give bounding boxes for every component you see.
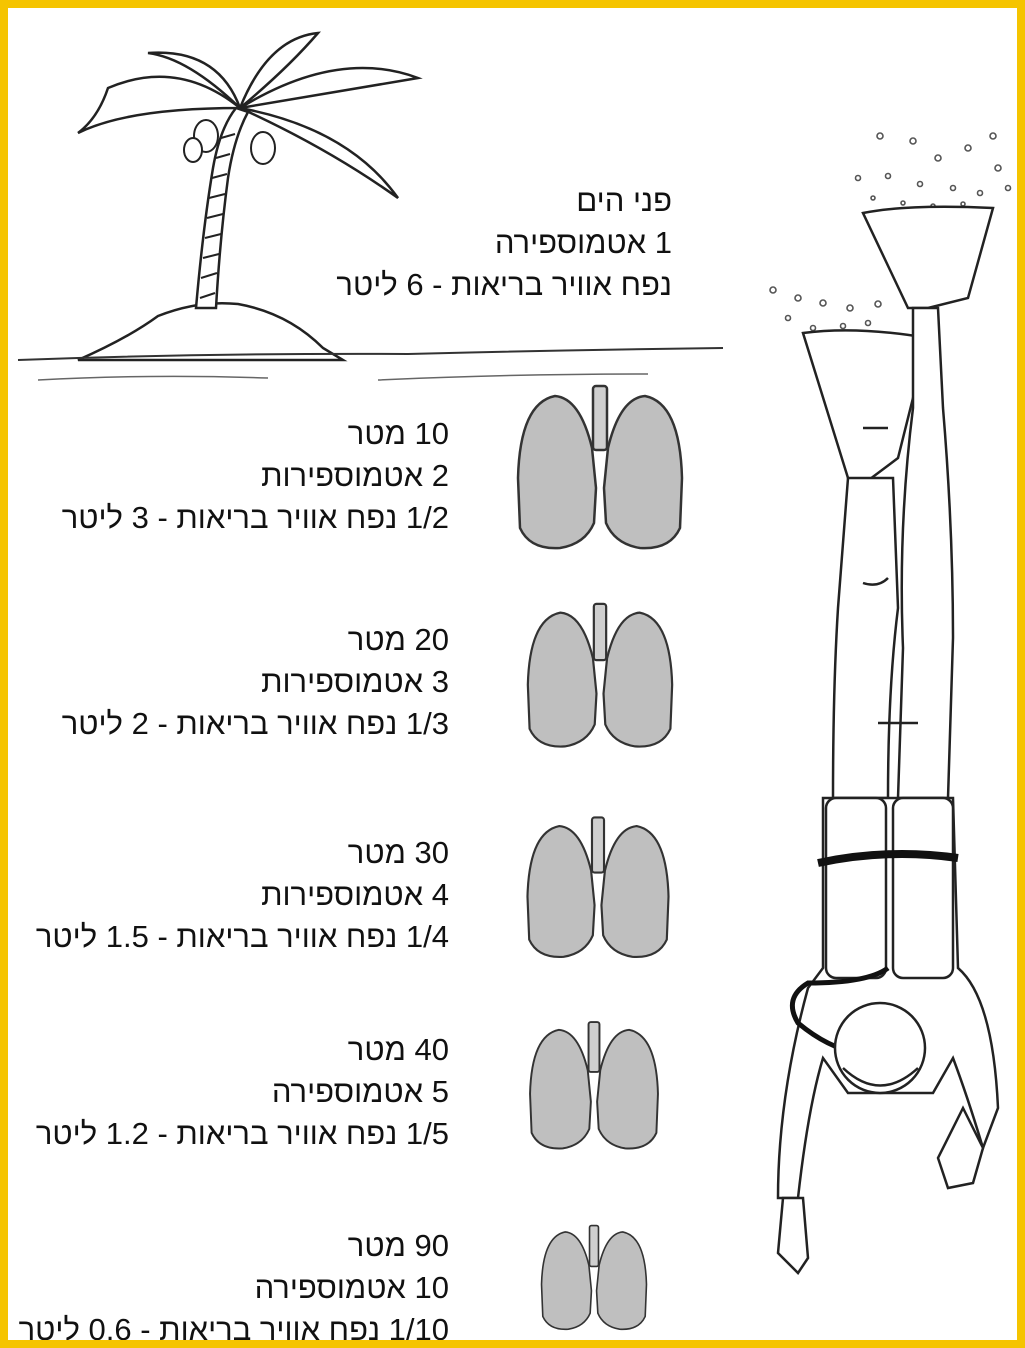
depth-label-10m: 10 מטר 2 אטמוספירות 1/2 נפח אוויר בריאות…	[62, 413, 449, 539]
surface-line-1: פני הים	[336, 180, 672, 222]
lung-volume-value: 1/2 נפח אוויר בריאות - 3 ליטר	[62, 497, 449, 539]
surface-label: פני הים 1 אטמוספירה נפח אוויר בריאות - 6…	[336, 180, 672, 306]
diver-illustration	[778, 207, 998, 1273]
lung-volume-value: 1/3 נפח אוויר בריאות - 2 ליטר	[62, 703, 449, 745]
depth-label-90m: 90 מטר 10 אטמוספירה 1/10 נפח אוויר בריאו…	[19, 1225, 449, 1348]
lungs-90m	[542, 1226, 647, 1330]
lungs-40m	[530, 1022, 658, 1148]
depth-label-20m: 20 מטר 3 אטמוספירות 1/3 נפח אוויר בריאות…	[62, 619, 449, 745]
lung-volume-value: 1/10 נפח אוויר בריאות - 0.6 ליטר	[19, 1309, 449, 1348]
pressure-value: 2 אטמוספירות	[62, 455, 449, 497]
pressure-value: 3 אטמוספירות	[62, 661, 449, 703]
depth-value: 40 מטר	[36, 1029, 449, 1071]
pressure-value: 10 אטמוספירה	[19, 1267, 449, 1309]
lungs-30m	[527, 817, 668, 956]
water-ripples	[38, 374, 648, 380]
pressure-value: 4 אטמוספירות	[36, 874, 449, 916]
lung-volume-value: 1/5 נפח אוויר בריאות - 1.2 ליטר	[36, 1113, 449, 1155]
surface-line-2: 1 אטמוספירה	[336, 222, 672, 264]
lung-volume-value: 1/4 נפח אוויר בריאות - 1.5 ליטר	[36, 916, 449, 958]
lungs-20m	[528, 604, 672, 747]
surface-line-3: נפח אוויר בריאות - 6 ליטר	[336, 264, 672, 306]
pressure-value: 5 אטמוספירה	[36, 1071, 449, 1113]
lungs-10m	[518, 386, 682, 548]
depth-value: 30 מטר	[36, 832, 449, 874]
depth-value: 90 מטר	[19, 1225, 449, 1267]
depth-value: 10 מטר	[62, 413, 449, 455]
depth-value: 20 מטר	[62, 619, 449, 661]
depth-label-40m: 40 מטר 5 אטמוספירה 1/5 נפח אוויר בריאות …	[36, 1029, 449, 1155]
depth-label-30m: 30 מטר 4 אטמוספירות 1/4 נפח אוויר בריאות…	[36, 832, 449, 958]
